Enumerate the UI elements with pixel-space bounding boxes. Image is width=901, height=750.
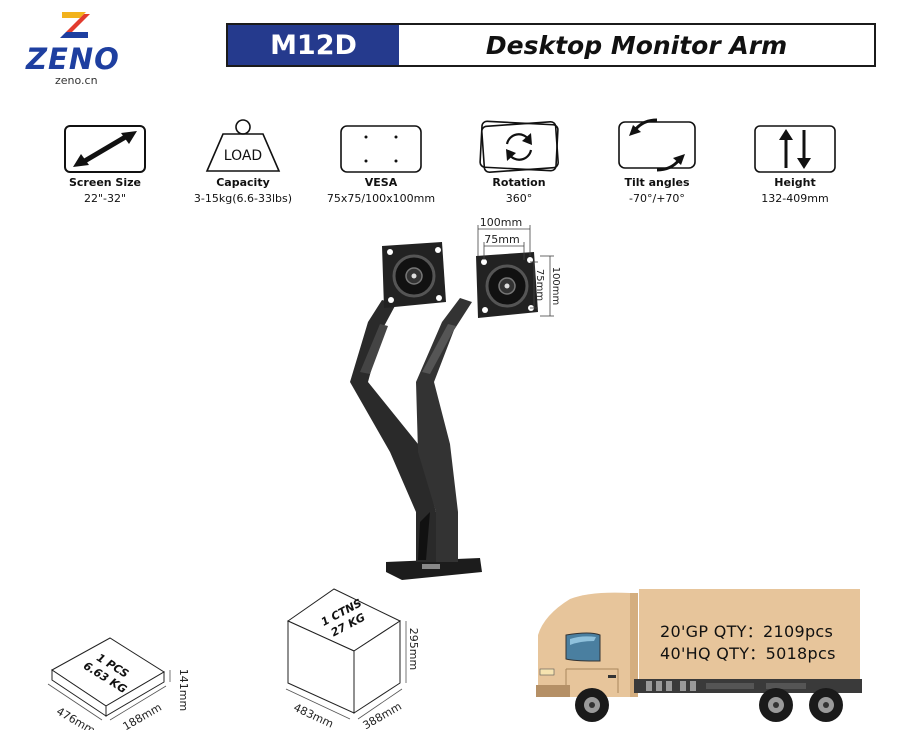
double-arrow-icon — [64, 125, 146, 173]
spec-height: Height 132-409mm — [730, 118, 860, 205]
single-box-length: 476mm — [54, 705, 97, 730]
title-bar: M12D Desktop Monitor Arm — [226, 23, 876, 67]
spec-value: 22"-32" — [83, 192, 127, 205]
brand-url: zeno.cn — [55, 74, 98, 87]
spec-vesa: VESA 75x75/100x100mm — [316, 118, 446, 205]
product-title: Desktop Monitor Arm — [485, 30, 788, 60]
brand-name: ZENO — [26, 42, 120, 76]
rotation-icon — [479, 120, 559, 173]
zeno-logo-icon — [60, 12, 90, 38]
model-number: M12D — [228, 25, 399, 65]
vesa-width-100: 100mm — [480, 216, 522, 229]
carton-box: 1 CTNS 27 KG 483mm 388mm 295mm — [285, 588, 420, 730]
spec-value: 3-15kg(6.6-33lbs) — [193, 192, 293, 205]
vesa-height-100: 100mm — [550, 267, 561, 306]
spec-value: 132-409mm — [761, 192, 829, 205]
height-arrows-icon — [754, 125, 836, 173]
cargo-container — [639, 589, 860, 679]
vesa-width-75: 75mm — [484, 233, 519, 246]
single-box-height: 141mm — [177, 669, 190, 711]
spec-label: Screen Size — [68, 176, 141, 189]
vesa-holes-icon — [340, 125, 422, 173]
spec-label: VESA — [364, 176, 398, 189]
carton-height: 295mm — [407, 628, 420, 670]
spec-label: Tilt angles — [624, 176, 690, 189]
spec-label: Height — [774, 176, 816, 189]
load-weight-icon: LOAD — [205, 119, 281, 172]
truck-image — [536, 592, 862, 722]
spec-value: -70°/+70° — [629, 192, 685, 205]
tilt-icon — [618, 118, 696, 172]
spec-capacity: LOAD Capacity 3-15kg(6.6-33lbs) — [178, 118, 308, 205]
spec-rotation: Rotation 360° — [454, 118, 584, 205]
spec-screen-size: Screen Size 22"-32" — [40, 118, 170, 205]
spec-tilt: Tilt angles -70°/+70° — [592, 118, 722, 205]
qty-20gp: 20'GP QTY：2109pcs — [660, 622, 834, 641]
spec-value: 75x75/100x100mm — [326, 192, 436, 205]
vesa-height-75: 75mm — [534, 269, 545, 301]
carton-length: 483mm — [292, 701, 336, 730]
spec-value: 360° — [505, 192, 533, 205]
monitor-arm-image: 100mm 75mm 75mm 100mm — [350, 216, 561, 580]
spec-label: Rotation — [492, 176, 546, 189]
single-box-width: 188mm — [121, 701, 164, 730]
brand-logo: ZENO zeno.cn — [22, 8, 132, 87]
single-package-box: 1 PCS 6.63 KG 476mm 188mm 141mm — [47, 637, 190, 730]
spec-label: Capacity — [216, 176, 270, 189]
load-icon-text: LOAD — [224, 148, 262, 164]
qty-40hq: 40'HQ QTY：5018pcs — [660, 644, 836, 663]
